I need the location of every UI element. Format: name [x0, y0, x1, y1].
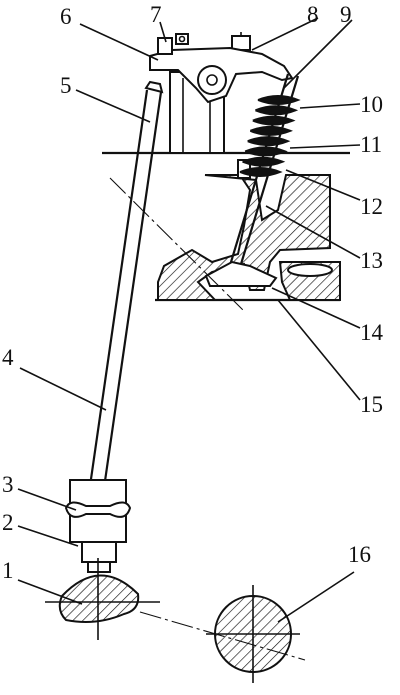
- label-12: 12: [360, 194, 383, 219]
- rocker-arm: [149, 33, 294, 104]
- push-rod: [88, 80, 164, 489]
- spring-coil: [252, 115, 296, 126]
- label-16: 16: [348, 542, 371, 567]
- tappet: [64, 479, 132, 573]
- label-5: 5: [60, 73, 72, 98]
- valve-spring: [239, 95, 301, 177]
- leader-lines: [17, 17, 361, 623]
- spring-coil: [244, 146, 288, 157]
- label-8: 8: [307, 2, 319, 27]
- label-10: 10: [360, 92, 383, 117]
- label-6: 6: [60, 4, 72, 29]
- head-centerline: [109, 177, 246, 313]
- spring-coil: [247, 136, 291, 147]
- label-11: 11: [360, 132, 382, 157]
- spring-coil: [242, 156, 286, 167]
- spring-coil: [257, 95, 301, 105]
- label-9: 9: [340, 2, 352, 27]
- label-3: 3: [2, 472, 14, 497]
- label-7: 7: [150, 2, 162, 27]
- label-2: 2: [2, 510, 14, 535]
- label-4: 4: [2, 345, 14, 370]
- cam: [45, 558, 160, 640]
- spring-coil: [239, 167, 283, 177]
- label-15: 15: [360, 392, 383, 417]
- cam-gear-centerline: [139, 611, 306, 661]
- rocker-shaft-circle: [197, 65, 227, 95]
- label-14: 14: [360, 320, 384, 345]
- label-13: 13: [360, 248, 383, 273]
- spring-coil: [255, 105, 299, 116]
- spring-coil: [249, 125, 293, 136]
- timing-gear: [206, 585, 300, 683]
- label-1: 1: [2, 558, 14, 583]
